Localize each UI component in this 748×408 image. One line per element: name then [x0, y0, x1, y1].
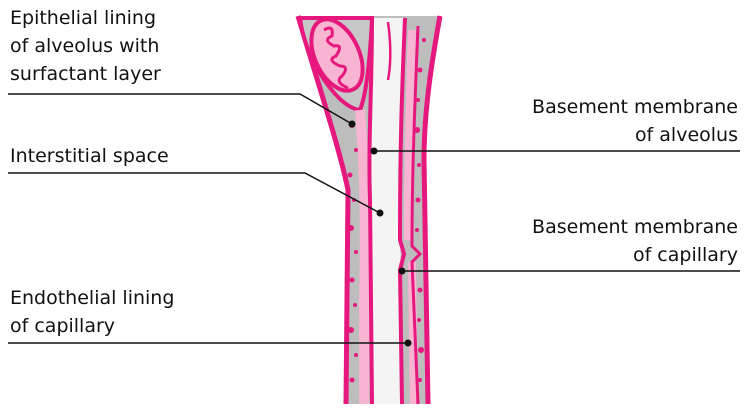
label-basement-membrane-alveolus: Basement membrane of alveolus [532, 93, 738, 149]
label-interstitial-space: Interstitial space [10, 142, 169, 170]
label-epithelial-lining: Epithelial lining of alveolus with surfa… [10, 4, 161, 88]
label-basement-membrane-capillary: Basement membrane of capillary [532, 213, 738, 269]
label-endothelial-lining: Endothelial lining of capillary [10, 284, 174, 340]
leader-epithelial [8, 94, 352, 124]
basement-membrane-alveolus-line [369, 18, 372, 404]
leader-interstitial [8, 173, 380, 213]
epithelial-lining-strip [360, 110, 365, 404]
